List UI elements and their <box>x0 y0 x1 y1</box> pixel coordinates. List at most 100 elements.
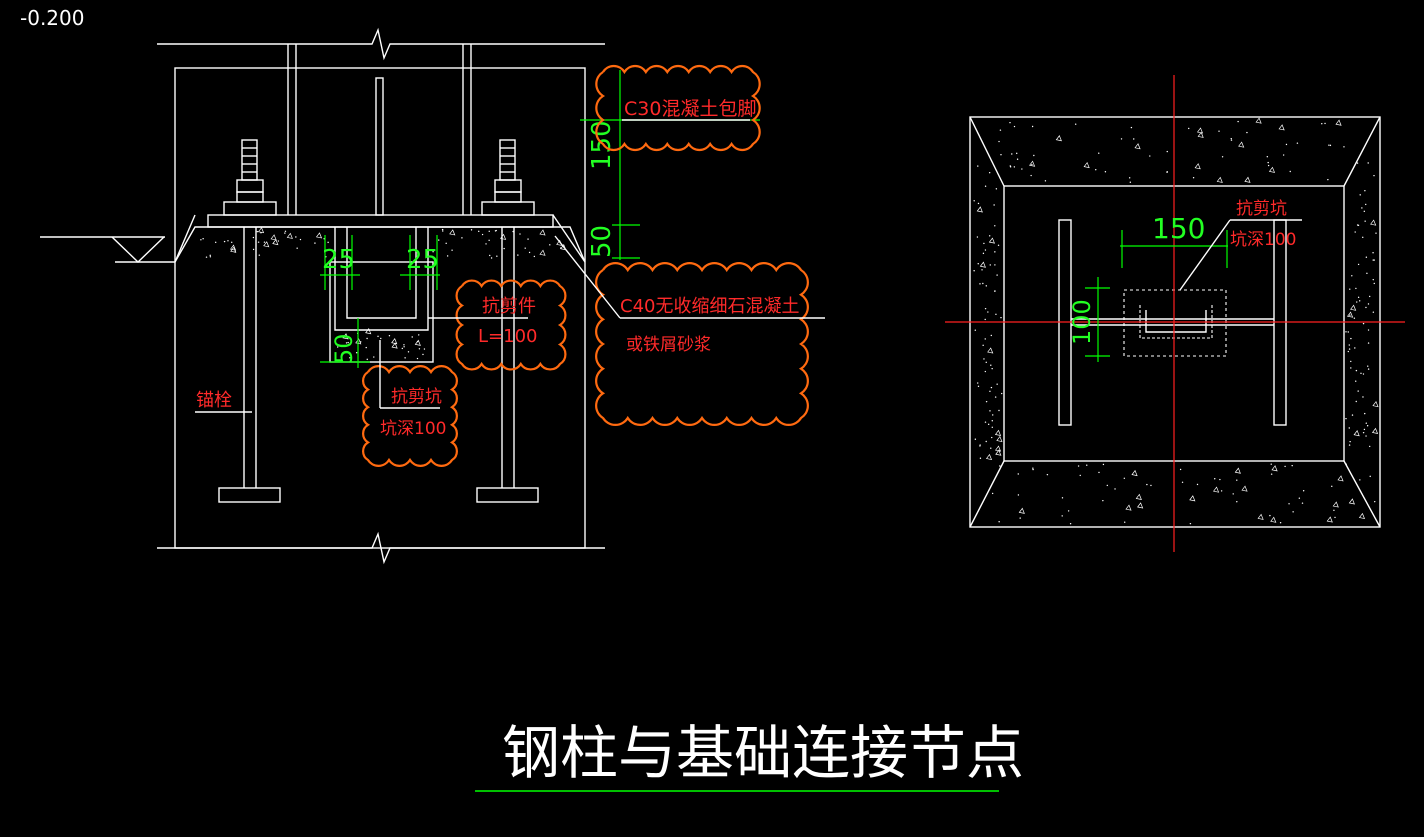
corner-line-bl <box>969 460 1005 528</box>
corner-line-tr <box>1343 116 1381 187</box>
aggregate-dot <box>1349 288 1351 290</box>
elevation-marker-icon <box>40 236 165 263</box>
aggregate-dot <box>994 264 996 266</box>
aggregate-dot <box>461 237 463 239</box>
aggregate-dot <box>1030 174 1032 177</box>
aggregate-mark <box>1194 163 1201 170</box>
aggregate-dot <box>446 255 449 257</box>
aggregate-dot <box>990 334 993 337</box>
aggregate-dot <box>284 232 286 234</box>
aggregate-dot <box>380 337 382 340</box>
aggregate-dot <box>984 338 986 340</box>
aggregate-dot <box>1061 515 1063 517</box>
aggregate-dot <box>1365 422 1367 424</box>
aggregate-dot <box>1374 500 1376 503</box>
aggregate-dot <box>423 348 426 350</box>
aggregate-dot <box>1321 123 1323 125</box>
aggregate-dot <box>979 444 981 446</box>
aggregate-mark <box>1244 176 1251 183</box>
aggregate-dot <box>422 353 424 356</box>
cloud-shear-key-text-2: L=100 <box>478 326 537 347</box>
aggregate-dot <box>1074 123 1077 125</box>
aggregate-mark <box>1212 486 1220 493</box>
aggregate-dot <box>990 386 993 389</box>
dim-25-left: 25 <box>322 245 355 275</box>
aggregate-dot <box>231 241 233 243</box>
aggregate-dot <box>1365 203 1367 206</box>
aggregate-dot <box>998 521 1000 523</box>
aggregate-dot <box>418 334 420 336</box>
aggregate-dot <box>407 351 410 353</box>
aggregate-dot <box>1365 256 1368 258</box>
aggregate-dot <box>1011 153 1013 155</box>
aggregate-mark <box>1137 502 1144 509</box>
aggregate-mark <box>976 206 983 213</box>
aggregate-dot <box>1077 465 1080 467</box>
aggregate-mark <box>1189 495 1196 502</box>
aggregate-mark <box>1268 166 1276 173</box>
aggregate-dot <box>984 370 987 373</box>
aggregate-dot <box>1296 142 1299 144</box>
aggregate-dot <box>1367 368 1370 370</box>
aggregate-dot <box>1366 272 1368 275</box>
aggregate-dot <box>974 329 977 331</box>
grout-texture <box>200 226 567 361</box>
aggregate-dot <box>992 414 994 416</box>
aggregate-dot <box>1282 154 1285 156</box>
aggregate-dot <box>989 410 991 412</box>
aggregate-dot <box>1230 139 1233 141</box>
aggregate-dot <box>991 426 993 428</box>
aggregate-dot <box>1372 311 1375 313</box>
plan-pit-leader <box>1179 219 1231 291</box>
aggregate-mark <box>414 339 421 346</box>
aggregate-dot <box>984 307 987 310</box>
anchor-bolt-right <box>476 139 539 503</box>
aggregate-dot <box>981 269 983 271</box>
aggregate-dot <box>1373 174 1375 177</box>
aggregate-dot <box>995 188 998 190</box>
aggregate-dot <box>999 129 1002 131</box>
aggregate-dot <box>403 344 405 346</box>
aggregate-dot <box>366 337 368 340</box>
aggregate-dot <box>1372 252 1374 254</box>
aggregate-dot <box>1019 517 1021 519</box>
aggregate-dot <box>1356 162 1359 164</box>
aggregate-dot <box>347 341 349 344</box>
aggregate-dot <box>1104 171 1107 173</box>
aggregate-dot <box>1367 303 1370 305</box>
aggregate-dot <box>445 242 447 245</box>
aggregate-dot <box>260 232 262 234</box>
aggregate-dot <box>349 357 351 359</box>
aggregate-dot <box>549 244 551 246</box>
corner-line-br <box>1343 460 1381 528</box>
aggregate-dot <box>1288 503 1290 505</box>
aggregate-dot <box>451 249 453 251</box>
aggregate-dot <box>1106 484 1109 487</box>
aggregate-dot <box>1246 131 1248 134</box>
aggregate-dot <box>1366 425 1369 427</box>
aggregate-mark <box>1353 430 1360 437</box>
aggregate-dot <box>1355 369 1358 372</box>
aggregate-dot <box>1355 400 1357 403</box>
aggregate-dot <box>1218 130 1220 132</box>
aggregate-dot <box>1032 467 1034 469</box>
aggregate-mark <box>1350 304 1357 311</box>
aggregate-dot <box>209 256 212 258</box>
aggregate-dot <box>984 318 986 321</box>
dim-150-vertical: 150 <box>587 120 617 170</box>
aggregate-dot <box>1349 314 1351 316</box>
cloud-shear-key: 抗剪件 L=100 <box>428 279 567 371</box>
aggregate-dot <box>988 172 991 174</box>
aggregate-dot <box>1292 511 1294 513</box>
aggregate-mark <box>539 229 546 236</box>
aggregate-dot <box>1149 155 1151 157</box>
aggregate-dot <box>1196 483 1199 486</box>
aggregate-dot <box>977 263 979 265</box>
aggregate-dot <box>1098 471 1100 474</box>
aggregate-dot <box>997 244 1000 246</box>
aggregate-dot <box>1373 282 1375 285</box>
aggregate-dot <box>1221 156 1224 158</box>
aggregate-dot <box>1232 493 1234 495</box>
aggregate-mark <box>1257 513 1264 520</box>
aggregate-dot <box>1347 331 1349 333</box>
